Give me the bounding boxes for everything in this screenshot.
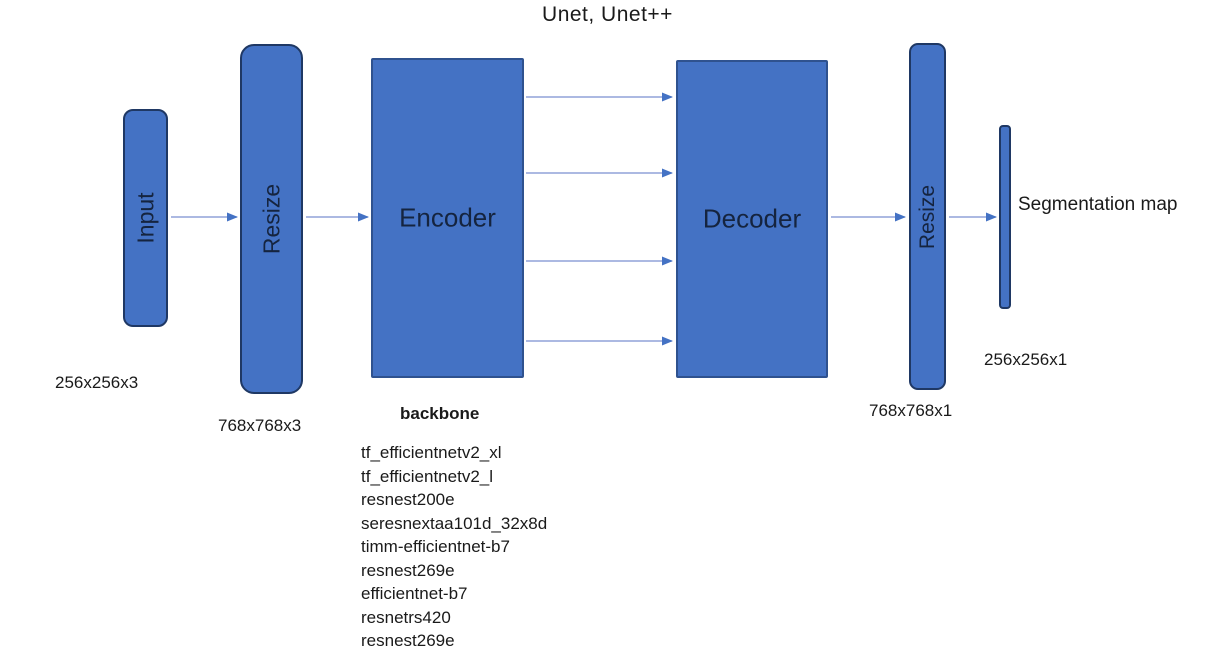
resize-input-node: Resize — [240, 44, 303, 394]
encoder-node: Encoder — [371, 58, 524, 378]
backbone-item: resnest269e — [361, 560, 455, 580]
backbone-item: resnetrs420 — [361, 607, 451, 627]
input-node-label: Input — [132, 192, 158, 244]
segmentation-map-label: Segmentation map — [1018, 194, 1178, 215]
backbone-item: resnest200e — [361, 490, 455, 509]
resize-out-dim-label: 768x768x1 — [869, 401, 953, 420]
resize-input-node-label: Resize — [258, 183, 284, 255]
input-dim-label: 256x256x3 — [55, 373, 139, 392]
backbone-list: tf_efficientnetv2_xl tf_efficientnetv2_l… — [361, 441, 547, 653]
resize-output-node-label: Resize — [915, 184, 939, 249]
segmap-dim-label: 256x256x1 — [984, 350, 1068, 369]
resize-in-dim-label: 768x768x3 — [218, 416, 302, 435]
backbone-item: efficientnet-b7 — [361, 584, 468, 603]
resize-output-node: Resize — [909, 43, 946, 390]
backbone-heading: backbone — [400, 404, 480, 423]
encoder-node-label: Encoder — [399, 202, 496, 233]
diagram-title: Unet, Unet++ — [542, 3, 673, 26]
decoder-node: Decoder — [676, 60, 828, 378]
input-node: Input — [123, 109, 168, 327]
decoder-node-label: Decoder — [702, 203, 802, 234]
segmentation-map-bar — [999, 125, 1011, 309]
backbone-item: tf_efficientnetv2_l — [361, 466, 493, 486]
backbone-item: tf_efficientnetv2_xl — [361, 443, 502, 462]
backbone-item: resnest269e — [361, 631, 455, 650]
backbone-item: seresnextaa101d_32x8d — [361, 513, 548, 533]
backbone-item: timm-efficientnet-b7 — [361, 537, 510, 556]
